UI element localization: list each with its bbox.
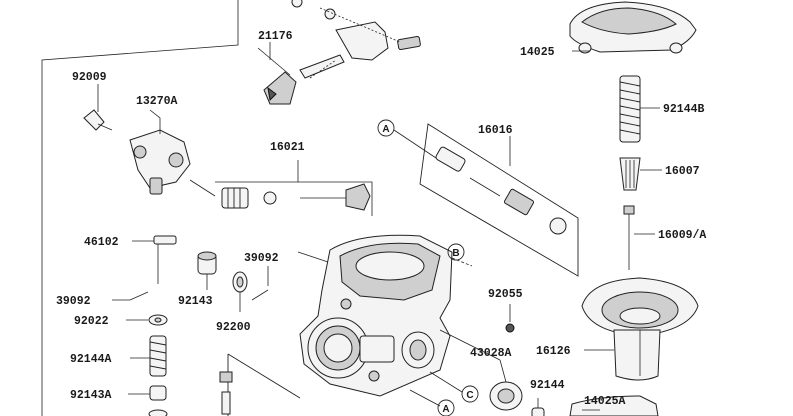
label-16007: 16007 bbox=[665, 165, 700, 178]
part-92055-plug bbox=[505, 304, 515, 333]
callout-c-label: C bbox=[466, 390, 473, 401]
part-14025A-cover bbox=[569, 395, 659, 416]
callout-a-bottom-label: A bbox=[442, 404, 449, 415]
label-92144A: 92144A bbox=[70, 353, 112, 366]
part-39092-screw-right bbox=[251, 266, 269, 301]
callout-a-top-label: A bbox=[382, 124, 389, 135]
label-16126: 16126 bbox=[536, 345, 571, 358]
callout-a-bottom: A bbox=[437, 399, 455, 416]
part-92144-spring bbox=[531, 398, 545, 416]
callout-b: B bbox=[447, 243, 465, 261]
part-bottom-left-washer bbox=[148, 409, 168, 416]
part-16007-needle-holder bbox=[619, 157, 662, 191]
label-46102: 46102 bbox=[84, 236, 119, 249]
callout-a-top: A bbox=[377, 119, 395, 137]
part-16009A-jet-needle bbox=[623, 205, 655, 270]
label-92144B: 92144B bbox=[663, 103, 705, 116]
part-92144B-spring bbox=[619, 75, 660, 143]
part-21176-throttle-screw bbox=[257, 0, 421, 105]
part-46102-pin bbox=[132, 235, 177, 284]
part-92143-bushing bbox=[197, 251, 217, 290]
label-92022: 92022 bbox=[74, 315, 109, 328]
callout-b-label: B bbox=[452, 248, 459, 259]
label-92144: 92144 bbox=[530, 379, 565, 392]
label-92055: 92055 bbox=[488, 288, 523, 301]
part-39092-screw-left bbox=[112, 291, 149, 301]
label-14025: 14025 bbox=[520, 46, 555, 59]
part-14025-top-cover bbox=[569, 1, 697, 54]
part-16021-starter-plunger bbox=[189, 160, 373, 216]
label-43028A: 43028A bbox=[470, 347, 512, 360]
assembly-boundary bbox=[41, 0, 239, 416]
part-92144A-spring bbox=[130, 335, 167, 377]
label-92200: 92200 bbox=[216, 321, 251, 334]
part-needle-jet-group bbox=[219, 353, 301, 416]
part-92009-bolt bbox=[83, 98, 113, 131]
label-21176: 21176 bbox=[258, 30, 293, 43]
part-13270A-choke-bracket bbox=[129, 109, 191, 195]
label-14025A: 14025A bbox=[584, 395, 626, 408]
part-92143A-collar bbox=[128, 385, 167, 401]
part-16126-vacuum-piston bbox=[581, 277, 699, 381]
part-number-labels: 21176 14025 92009 13270A 92144B 16016 16… bbox=[56, 30, 706, 408]
part-43028A-diaphragm bbox=[489, 359, 523, 411]
label-39092-right: 39092 bbox=[244, 252, 279, 265]
label-16021: 16021 bbox=[270, 141, 305, 154]
part-carburetor-body bbox=[297, 234, 501, 407]
label-92143A: 92143A bbox=[70, 389, 112, 402]
label-39092-left: 39092 bbox=[56, 295, 91, 308]
part-92200-oring bbox=[232, 271, 248, 312]
label-92143: 92143 bbox=[178, 295, 213, 308]
part-16016-jet-set bbox=[393, 123, 579, 277]
label-16009A: 16009/A bbox=[658, 229, 706, 242]
callout-c: C bbox=[461, 385, 479, 403]
part-92022-washer bbox=[126, 314, 168, 326]
label-13270A: 13270A bbox=[136, 95, 178, 108]
label-92009: 92009 bbox=[72, 71, 107, 84]
leader-lines bbox=[97, 42, 271, 98]
label-16016: 16016 bbox=[478, 124, 513, 137]
